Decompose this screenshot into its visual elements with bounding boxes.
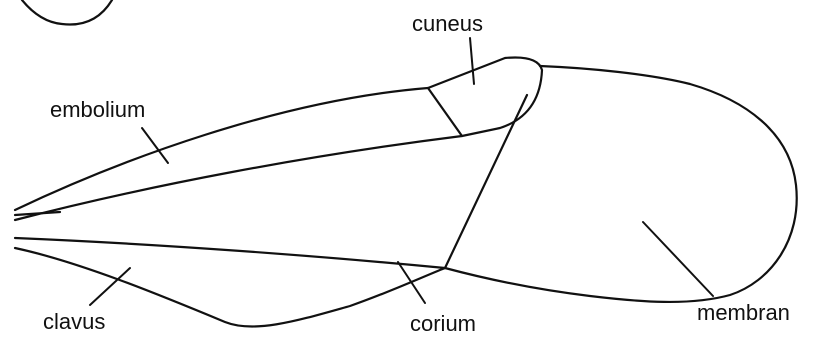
adjacent-structure-arc <box>20 0 114 26</box>
membrane-label: membran <box>697 300 790 325</box>
clavus-posterior-margin <box>13 246 447 328</box>
corium-leader <box>397 261 426 304</box>
cuneus-outline <box>426 56 544 138</box>
embolium-label: embolium <box>50 97 145 122</box>
embolium-front-margin <box>13 86 430 212</box>
membrane-outline <box>443 64 798 303</box>
cuneus-leader <box>469 37 475 85</box>
claval-suture <box>13 236 447 270</box>
clavus-leader <box>89 267 131 306</box>
wing-base-line <box>13 210 62 217</box>
embolium-inner-vein <box>13 134 464 222</box>
cuneus-label: cuneus <box>412 11 483 36</box>
corium-label: corium <box>410 311 476 336</box>
clavus-label: clavus <box>43 309 105 334</box>
corium-membrane-vein <box>443 93 529 270</box>
embolium-leader <box>141 127 169 164</box>
membrane-leader <box>642 221 714 297</box>
